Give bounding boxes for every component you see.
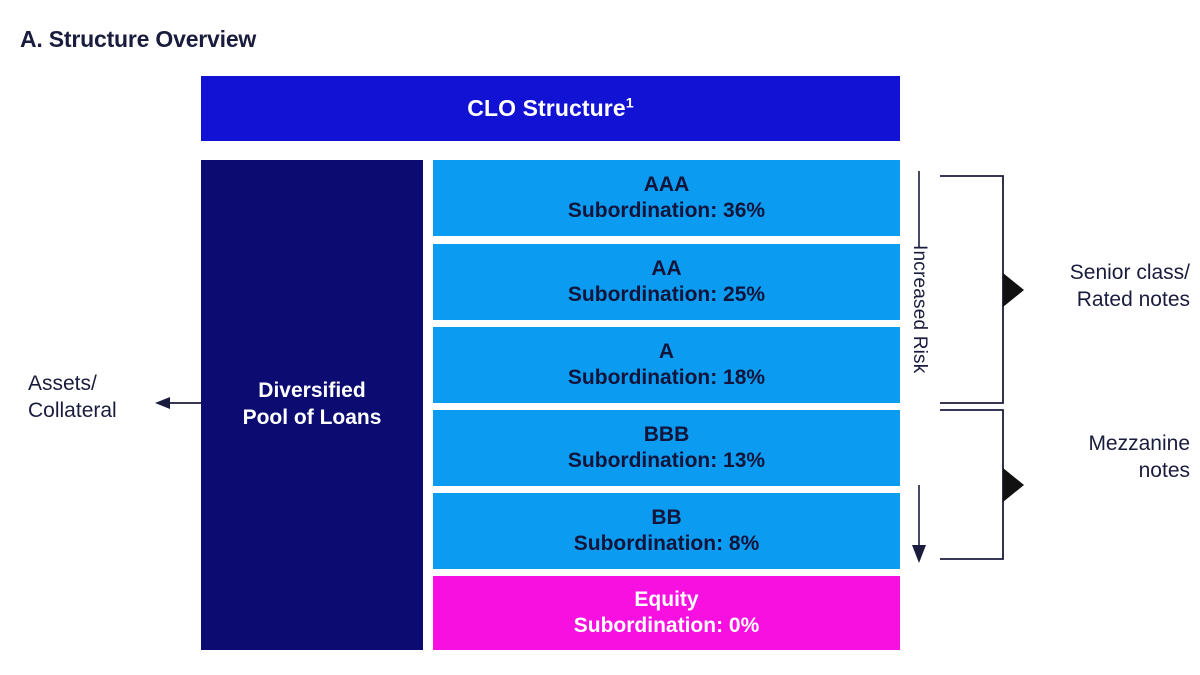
diversified-pool-label: Diversified Pool of Loans	[242, 379, 382, 429]
clo-structure-header: CLO Structure1	[201, 76, 900, 141]
right-triangle-icon	[1003, 273, 1024, 307]
diversified-pool-box: Diversified Pool of Loans	[201, 160, 423, 650]
assets-collateral-label: Assets/ Collateral	[28, 372, 117, 422]
tranche-subordination: Subordination: 36%	[567, 199, 766, 222]
tranche-subordination: Subordination: 25%	[567, 283, 766, 306]
tranche-row-a[interactable]: A Subordination: 18%	[433, 327, 900, 403]
tranche-subordination: Subordination: 0%	[573, 614, 760, 637]
tranche-row-bbb[interactable]: BBB Subordination: 13%	[433, 410, 900, 486]
senior-bracket	[940, 175, 1024, 404]
footnote-marker: 1	[625, 95, 634, 112]
tranche-rating: AAA	[643, 173, 690, 197]
tranche-subordination: Subordination: 13%	[567, 449, 766, 472]
mezzanine-bracket	[940, 409, 1024, 560]
right-triangle-icon	[1003, 468, 1024, 502]
tranche-row-aa[interactable]: AA Subordination: 25%	[433, 244, 900, 320]
clo-structure-header-text: CLO Structure	[467, 95, 626, 121]
down-arrow-icon	[912, 545, 926, 563]
tranche-stack: AAA Subordination: 36% AA Subordination:…	[433, 160, 900, 650]
tranche-row-aaa[interactable]: AAA Subordination: 36%	[433, 160, 900, 236]
tranche-rating: BB	[651, 506, 682, 530]
page-title: A. Structure Overview	[20, 26, 257, 52]
increased-risk-axis	[912, 171, 926, 563]
left-arrow-icon	[155, 397, 201, 409]
tranche-subordination: Subordination: 8%	[573, 532, 760, 555]
clo-structure-header-label: CLO Structure1	[467, 95, 634, 122]
tranche-rating: AA	[651, 257, 682, 281]
group-brackets	[940, 175, 1024, 560]
senior-class-label: Senior class/ Rated notes	[1069, 261, 1190, 312]
mezzanine-notes-label: Mezzanine notes	[1088, 432, 1190, 483]
tranche-rating: A	[658, 340, 675, 364]
tranche-rating: BBB	[643, 423, 690, 447]
tranche-rating: Equity	[634, 588, 699, 612]
tranche-row-bb[interactable]: BB Subordination: 8%	[433, 493, 900, 569]
tranche-row-equity[interactable]: Equity Subordination: 0%	[433, 576, 900, 650]
tranche-subordination: Subordination: 18%	[567, 366, 766, 389]
